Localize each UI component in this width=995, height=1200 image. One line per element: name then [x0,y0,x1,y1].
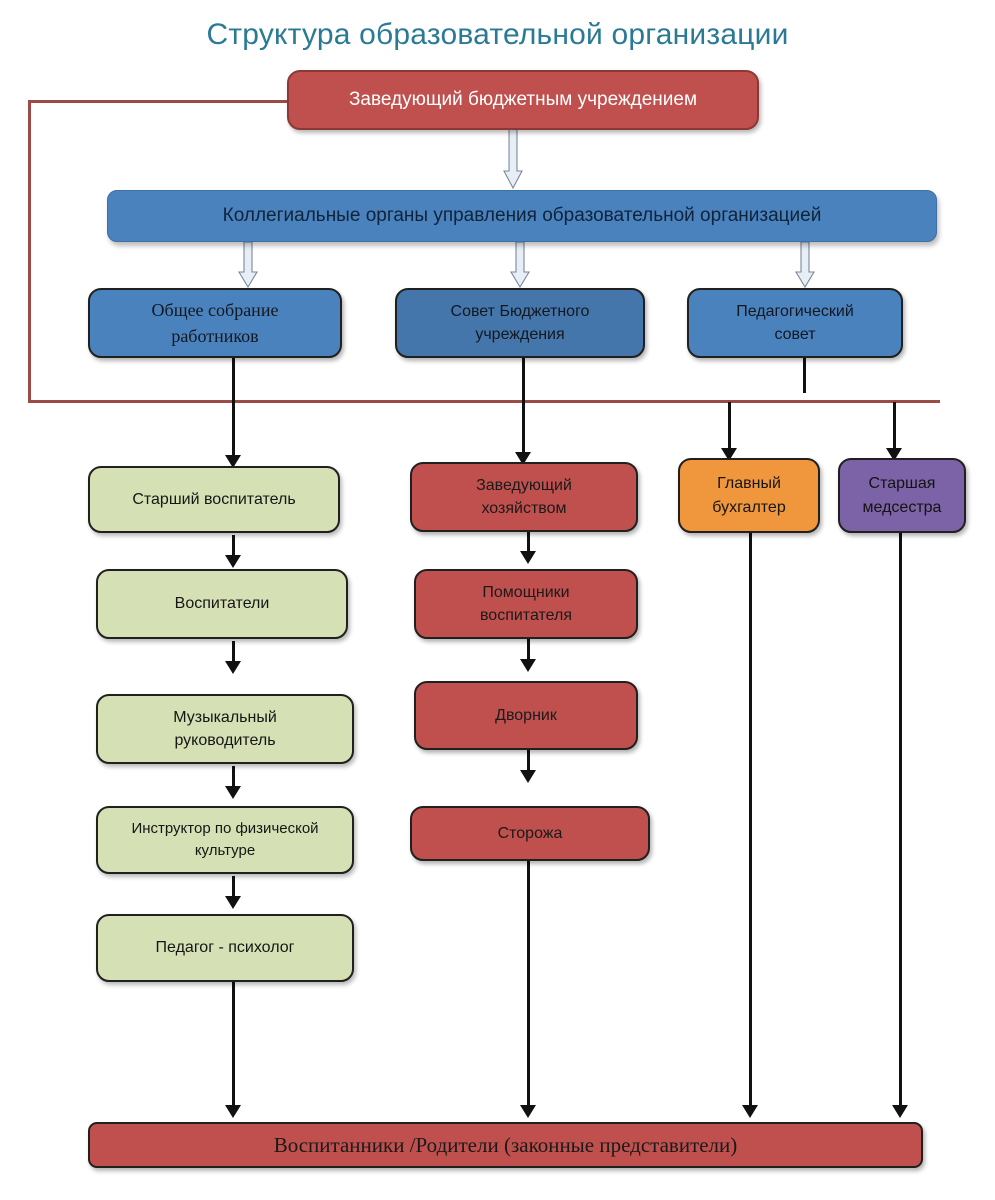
connector-teachers-to-music [232,641,235,669]
connector-redline-to-accountant [728,402,731,457]
node-head-nurse-label: Старшая медсестра [848,472,956,518]
node-pedcouncil-line1: Педагогический [736,302,854,320]
arrowhead-pe-instructor [225,786,241,799]
connector-pedcouncil-to-accountant [803,358,806,393]
arrowhead-janitor [520,659,536,672]
node-collegial-band-label: Коллегиальные органы управления образова… [222,205,822,227]
node-housekeeper-line2: хозяйством [481,500,567,517]
node-director[interactable]: Заведующий бюджетным учреждением [287,70,759,130]
node-watchmen-label: Сторожа [497,824,563,842]
node-teacher-assistants-label: Помощники воспитателя [424,581,628,627]
node-director-label: Заведующий бюджетным учреждением [348,89,698,111]
node-chief-accountant[interactable]: Главный бухгалтер [678,458,820,533]
node-pupils-parents-label: Воспитанники /Родители (законные предста… [273,1132,738,1157]
arrowhead-accountant [721,448,737,461]
node-janitor[interactable]: Дворник [414,681,638,750]
arrowhead-pupils-from-middle-column [520,1105,536,1118]
connector-janitor-to-watchmen [527,750,530,778]
node-chief-accountant-label: Главный бухгалтер [688,472,810,518]
director-route-left-segment [28,100,31,402]
node-pe-line2: культуре [194,842,256,859]
arrowhead-senior-teacher [225,455,241,468]
node-psychologist-label: Педагог - психолог [155,939,295,957]
connector-music-to-pe [232,766,235,794]
node-nurse-line1: Старшая [868,475,936,493]
node-pe-instructor-label: Инструктор по физической культуре [106,818,344,862]
node-council-line2: учреждения [475,326,565,343]
node-collegial-band[interactable]: Коллегиальные органы управления образова… [107,190,937,242]
connector-psychologist-to-pupils [232,980,235,1113]
connector-housekeeper-to-assistants [527,531,530,559]
connector-redline-to-nurse [893,402,896,457]
node-music-director[interactable]: Музыкальный руководитель [96,694,354,764]
block-arrow-collegial-to-pedagogical-council [795,242,815,288]
node-housekeeper-line1: Заведующий [476,476,572,494]
page-title: Структура образовательной организации [206,18,789,51]
node-teachers[interactable]: Воспитатели [96,569,348,639]
node-psychologist[interactable]: Педагог - психолог [96,914,354,982]
arrowhead-music-director [225,661,241,674]
arrowhead-pupils-from-accountant [742,1105,758,1118]
connector-council-to-housekeeper [522,358,525,460]
node-general-meeting[interactable]: Общее собрание работников [88,288,342,358]
node-senior-teacher[interactable]: Старший воспитатель [88,466,340,533]
node-pupils-parents[interactable]: Воспитанники /Родители (законные предста… [88,1122,923,1168]
node-accountant-line2: бухгалтер [712,498,786,516]
node-pe-line1: Инструктор по физической [131,820,319,838]
node-pedagogical-council[interactable]: Педагогический совет [687,288,903,358]
node-janitor-label: Дворник [495,706,557,724]
node-general-meeting-line2: работников [171,326,259,346]
arrowhead-psychologist [225,896,241,909]
arrowhead-teachers [225,555,241,568]
node-housekeeper[interactable]: Заведующий хозяйством [410,462,638,532]
node-pedcouncil-line2: совет [774,326,816,343]
arrowhead-housekeeper [515,452,531,465]
node-council-of-institution-label: Совет Бюджетного учреждения [405,300,635,346]
block-arrow-collegial-to-council [510,242,530,288]
node-council-line1: Совет Бюджетного [450,302,590,320]
director-route-top-segment [28,100,290,103]
node-music-director-label: Музыкальный руководитель [106,706,344,752]
arrowhead-pupils-from-left-column [225,1105,241,1118]
node-head-nurse[interactable]: Старшая медсестра [838,458,966,533]
node-pe-instructor[interactable]: Инструктор по физической культуре [96,806,354,874]
node-assistants-line1: Помощники [482,583,570,601]
node-senior-teacher-label: Старший воспитатель [132,490,296,508]
node-nurse-line2: медсестра [862,498,942,516]
node-watchmen[interactable]: Сторожа [410,806,650,861]
node-assistants-line2: воспитателя [479,607,573,624]
arrowhead-watchmen [520,770,536,783]
connector-general-meeting-to-senior-teacher [232,358,235,463]
node-accountant-line1: Главный [717,475,781,493]
connector-accountant-to-pupils [749,533,752,1113]
node-pedagogical-council-label: Педагогический совет [697,300,893,346]
connector-watchmen-to-pupils [527,861,530,1113]
node-general-meeting-line1: Общее собрание [151,299,279,320]
connector-assistants-to-janitor [527,639,530,667]
node-council-of-institution[interactable]: Совет Бюджетного учреждения [395,288,645,358]
node-teacher-assistants[interactable]: Помощники воспитателя [414,569,638,639]
arrowhead-nurse [886,448,902,461]
connector-pe-to-psychologist [232,876,235,904]
node-teachers-label: Воспитатели [174,595,270,613]
director-route-bottom-segment [28,400,940,403]
arrowhead-assistants [520,551,536,564]
block-arrow-director-to-collegial [503,127,523,189]
node-music-line2: руководитель [174,732,276,749]
block-arrow-collegial-to-general-meeting [238,242,258,288]
connector-senior-teacher-to-teachers [232,535,235,563]
node-music-line1: Музыкальный [173,708,277,726]
node-general-meeting-label: Общее собрание работников [98,297,332,349]
node-housekeeper-label: Заведующий хозяйством [420,474,628,520]
arrowhead-pupils-from-nurse [892,1105,908,1118]
connector-nurse-to-pupils [899,533,902,1113]
